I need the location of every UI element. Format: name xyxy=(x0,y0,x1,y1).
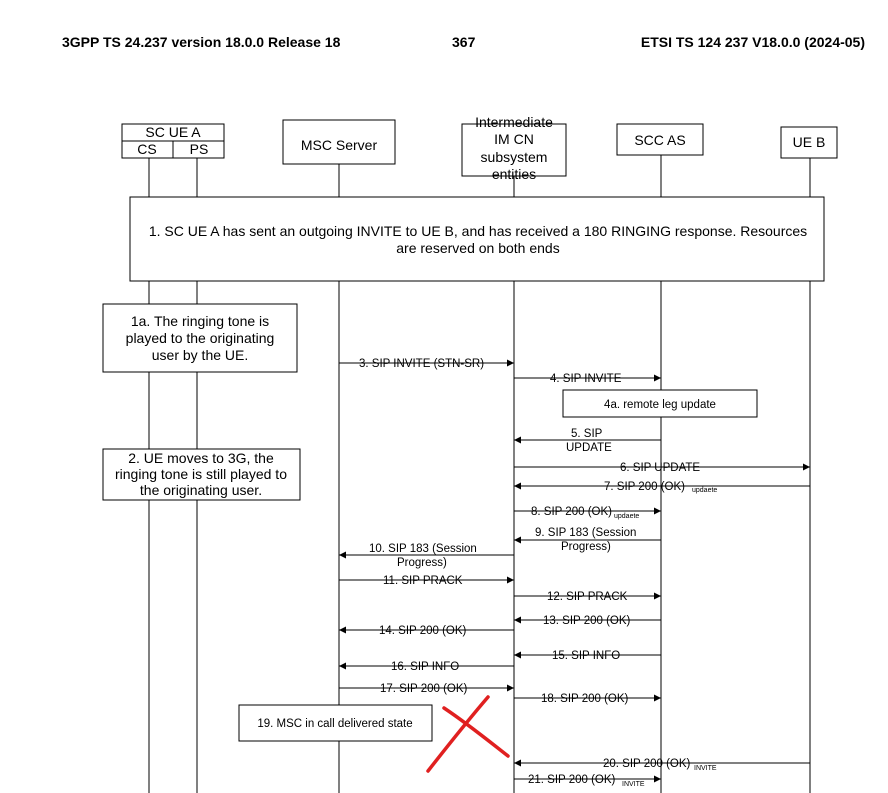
message-labels: 3. SIP INVITE (STN-SR) 4. SIP INVITE 5. … xyxy=(359,358,717,788)
note-19-text: 19. MSC in call delivered state xyxy=(257,718,412,730)
note-1-line-2: are reserved on both ends xyxy=(396,240,559,256)
msg-21-label: 21. SIP 200 (OK) xyxy=(528,774,616,786)
msg-13-label: 13. SIP 200 (OK) xyxy=(543,615,631,627)
msg-6-label: 6. SIP UPDATE xyxy=(620,462,700,474)
cross-stroke-1 xyxy=(442,706,510,758)
note-1: 1. SC UE A has sent an outgoing INVITE t… xyxy=(129,196,825,282)
note-2-line-1: 2. UE moves to 3G, the xyxy=(128,450,274,466)
note-19: 19. MSC in call delivered state xyxy=(238,704,433,742)
note-1a-line-2: played to the originating xyxy=(126,330,275,346)
msg-12-label: 12. SIP PRACK xyxy=(547,591,628,603)
entity-im-cn-line-3: subsystem xyxy=(481,149,548,165)
msg-7-label: 7. SIP 200 (OK) xyxy=(604,481,685,493)
note-2: 2. UE moves to 3G, the ringing tone is s… xyxy=(102,448,301,501)
header-left: 3GPP TS 24.237 version 18.0.0 Release 18 xyxy=(62,34,341,50)
msg-20-label: 20. SIP 200 (OK) xyxy=(603,758,691,770)
msg-10-label-line-2: Progress) xyxy=(397,557,447,569)
note-1a-line-1: 1a. The ringing tone is xyxy=(131,313,269,329)
msg-7-subscript: updaete xyxy=(692,487,717,494)
msg-11-label: 11. SIP PRACK xyxy=(383,575,463,587)
entity-msc-server: MSC Server xyxy=(282,119,396,165)
header-right: ETSI TS 124 237 V18.0.0 (2024-05) xyxy=(641,34,865,50)
entity-ue-b: UE B xyxy=(780,126,838,159)
entity-scc-as-label: SCC AS xyxy=(634,132,685,148)
red-cross-mark xyxy=(426,695,510,773)
msg-5-label-line-2: UPDATE xyxy=(566,442,612,454)
msg-16-label: 16. SIP INFO xyxy=(391,661,459,673)
entity-ue-b-label: UE B xyxy=(793,134,826,150)
msg-9-label-line-1: 9. SIP 183 (Session xyxy=(535,527,636,539)
msg-4-label: 4. SIP INVITE xyxy=(550,373,622,385)
msg-9-label-line-2: Progress) xyxy=(561,541,611,553)
entity-sc-ue-a-title: SC UE A xyxy=(145,124,201,140)
entity-sc-ue-a: SC UE A CS PS xyxy=(121,123,225,159)
note-2-line-2: ringing tone is still played to xyxy=(115,466,287,482)
message-arrows xyxy=(339,359,810,783)
msg-17-label: 17. SIP 200 (OK) xyxy=(380,683,468,695)
msg-5-label-line-1: 5. SIP xyxy=(571,428,603,440)
msg-3-label: 3. SIP INVITE (STN-SR) xyxy=(359,358,484,370)
entity-scc-as: SCC AS xyxy=(616,123,704,156)
entity-im-cn: Intermediate IM CN subsystem entities xyxy=(461,114,567,182)
note-1-line-1: 1. SC UE A has sent an outgoing INVITE t… xyxy=(149,223,807,239)
msg-21-subscript: INVITE xyxy=(622,781,645,788)
note-2-line-3: the originating user. xyxy=(140,482,262,498)
msg-10-label-line-1: 10. SIP 183 (Session xyxy=(369,543,477,555)
cross-stroke-2 xyxy=(426,695,490,773)
msg-8-subscript: updaete xyxy=(614,513,639,520)
entity-im-cn-line-1: Intermediate xyxy=(475,114,553,130)
msg-20-subscript: INVITE xyxy=(694,765,717,772)
note-1a-line-3: user by the UE. xyxy=(152,347,249,363)
entity-msc-label: MSC Server xyxy=(301,137,378,153)
note-1a: 1a. The ringing tone is played to the or… xyxy=(102,303,298,373)
entity-cs-label: CS xyxy=(137,141,156,157)
header-page-number: 367 xyxy=(452,34,476,50)
entity-im-cn-line-2: IM CN xyxy=(494,131,534,147)
entity-im-cn-line-4: entities xyxy=(492,166,536,182)
msg-14-label: 14. SIP 200 (OK) xyxy=(379,625,467,637)
msg-8-label: 8. SIP 200 (OK) xyxy=(531,506,612,518)
entity-ps-label: PS xyxy=(190,141,209,157)
msg-15-label: 15. SIP INFO xyxy=(552,650,620,662)
note-4a-text: 4a. remote leg update xyxy=(604,399,716,411)
msg-18-label: 18. SIP 200 (OK) xyxy=(541,693,629,705)
note-4a: 4a. remote leg update xyxy=(562,389,758,418)
